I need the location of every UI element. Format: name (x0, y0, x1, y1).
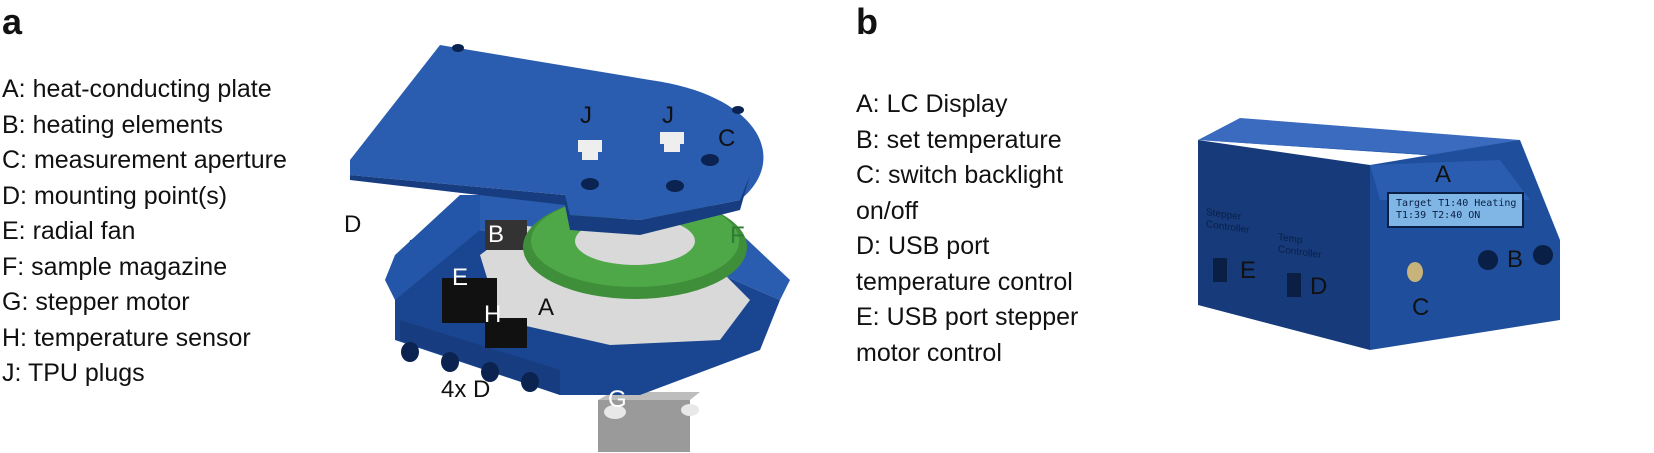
label-d: D (344, 211, 362, 238)
panel-b-letter: b (856, 1, 878, 42)
legend-item: E: USB port stepper (856, 303, 1079, 331)
temperature-sensor (485, 318, 527, 348)
top-lid (350, 44, 764, 235)
legend-item: D: USB port (856, 232, 990, 260)
label-j-1: J (580, 102, 592, 129)
legend-item: G: stepper motor (2, 288, 190, 316)
usb-port-stepper (1213, 258, 1227, 282)
label-d: D (1310, 273, 1328, 300)
lc-display (1387, 192, 1524, 228)
legend-item: J: TPU plugs (2, 359, 145, 387)
label-a: A (1435, 161, 1452, 188)
set-temperature-button (1478, 250, 1498, 270)
lcd-line: Target T1:40 Heating (1396, 198, 1517, 209)
label-f: F (730, 222, 745, 249)
set-temperature-button (1533, 245, 1553, 265)
legend-item: C: measurement aperture (2, 146, 287, 174)
panel-a-legend: A: heat-conducting plate B: heating elem… (2, 72, 287, 392)
label-e: E (1240, 257, 1257, 284)
legend-item: H: temperature sensor (2, 323, 251, 352)
label-a: A (538, 294, 555, 321)
label-b: B (488, 221, 505, 248)
label-e: E (452, 264, 469, 291)
legend-item: motor control (856, 338, 1002, 367)
tpu-plugs (578, 132, 684, 160)
legend-item: B: set temperature (856, 125, 1062, 154)
radial-fan (442, 278, 497, 323)
label-b: B (1507, 246, 1524, 273)
label-h: H (484, 301, 502, 328)
legend-item: B: heating elements (2, 110, 223, 139)
mounting-holes (401, 342, 539, 392)
heating-element (485, 220, 527, 250)
label-g: G (608, 386, 627, 413)
legend-item: temperature control (856, 267, 1073, 296)
legend-item: A: LC Display (856, 90, 1008, 118)
legend-item: D: mounting point(s) (2, 181, 228, 210)
legend-item: C: switch backlight (856, 161, 1064, 189)
lcd-readout: Target T1:40 Heating T1:39 T2:40 ON (1396, 198, 1516, 222)
panel-a-letter: a (2, 1, 23, 42)
control-box (1198, 118, 1560, 350)
panel-b-legend: A: LC Display B: set temperature C: swit… (856, 87, 1078, 371)
backlight-switch (1407, 262, 1423, 282)
lcd-line: T1:39 T2:40 ON (1396, 210, 1481, 221)
label-j-2: J (662, 102, 674, 129)
legend-item: on/off (856, 196, 919, 225)
label-4x-d: 4x D (441, 376, 491, 403)
label-c: C (718, 125, 736, 152)
legend-item: F: sample magazine (2, 252, 228, 281)
legend-item: E: radial fan (2, 217, 136, 245)
label-c: C (1412, 294, 1430, 321)
legend-item: A: heat-conducting plate (2, 75, 272, 103)
usb-port-temperature (1287, 273, 1301, 297)
